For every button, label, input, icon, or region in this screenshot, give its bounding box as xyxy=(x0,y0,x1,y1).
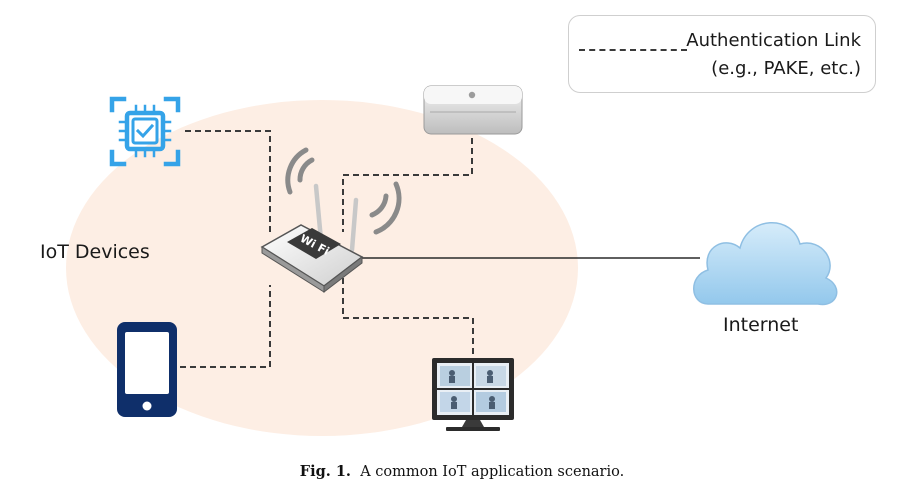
legend-subtitle: (e.g., PAKE, etc.) xyxy=(711,58,861,79)
chip-icon xyxy=(109,96,181,167)
iot-devices-label: IoT Devices xyxy=(40,241,150,263)
monitor-icon xyxy=(432,358,514,431)
authentication-links xyxy=(180,130,474,368)
internet-label: Internet xyxy=(723,314,799,336)
legend: Authentication Link (e.g., PAKE, etc.) xyxy=(568,15,876,93)
wifi-router-icon: Wi Fi xyxy=(260,147,402,294)
link-chip-router xyxy=(185,130,271,235)
cloud-icon xyxy=(693,221,838,306)
smartphone-icon xyxy=(117,322,177,417)
legend-title: Authentication Link xyxy=(686,30,861,51)
legend-dashed-line xyxy=(579,49,687,51)
figure-caption: Fig. 1. A common IoT application scenari… xyxy=(0,463,924,480)
caption-prefix: Fig. 1. xyxy=(299,463,351,480)
link-phone-router xyxy=(180,285,271,368)
link-router-monitor xyxy=(342,278,474,360)
link-mac-router xyxy=(342,138,473,232)
mac-mini-icon xyxy=(423,85,523,135)
caption-text: A common IoT application scenario. xyxy=(360,464,625,480)
